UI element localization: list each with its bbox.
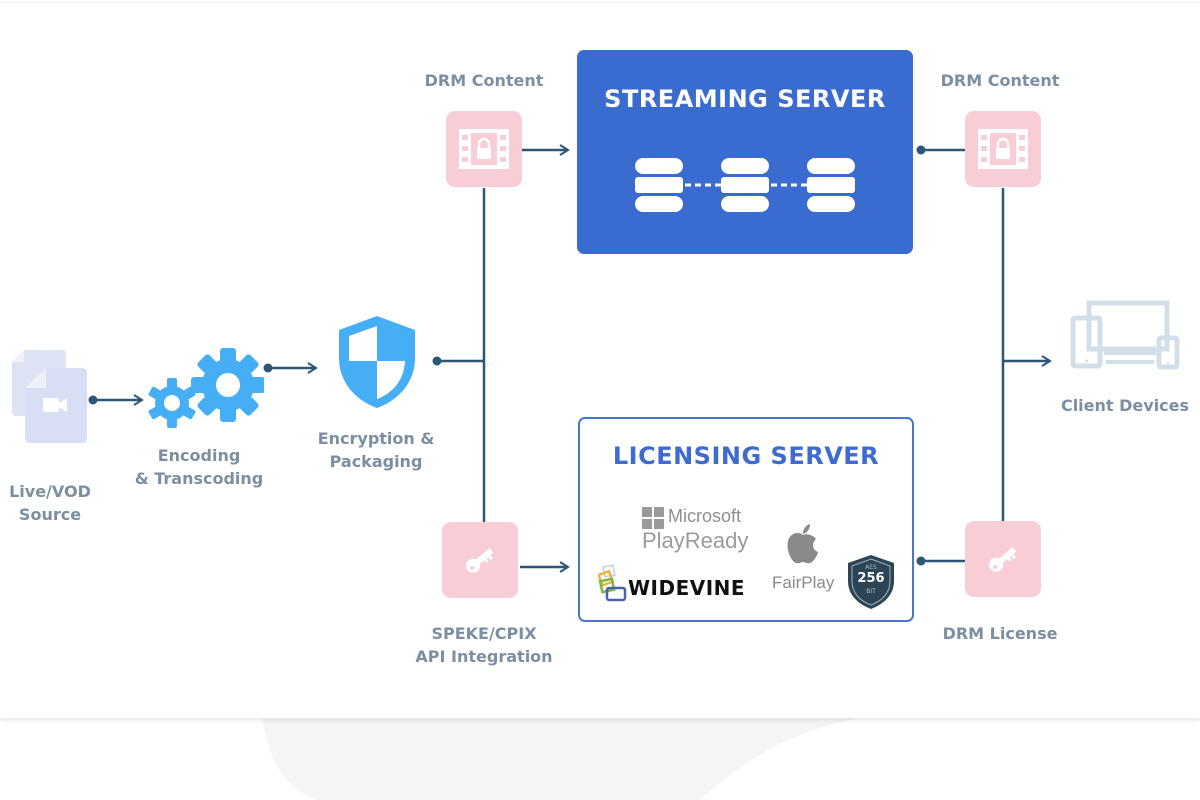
encoding-label-line2: & Transcoding (134, 469, 264, 488)
aes-top-text: AES (865, 564, 877, 571)
streaming-server-title: STREAMING SERVER (604, 85, 886, 113)
key-icon (466, 548, 494, 573)
playready-logo: Microsoft PlayReady (642, 506, 752, 557)
devices-icon (1070, 300, 1180, 370)
fairplay-logo: FairPlay (772, 523, 836, 601)
drm-license-label: DRM License (942, 624, 1058, 643)
connector-dot (88, 395, 98, 405)
streaming-server-box[interactable]: STREAMING SERVER (577, 50, 913, 254)
connector-dot (263, 363, 273, 373)
source-label-line2: Source (18, 505, 82, 524)
source-label: Live/VOD Source (0, 480, 100, 526)
database-icon (635, 158, 683, 212)
apple-icon (787, 524, 818, 564)
database-icon (807, 158, 855, 212)
aes-shield-icon (848, 555, 894, 609)
locked-film-icon (978, 129, 1028, 169)
drm-content-right-tile[interactable] (965, 111, 1041, 187)
key-icon (989, 547, 1017, 572)
microsoft-windows-icon (642, 507, 664, 529)
widevine-icon (598, 564, 627, 602)
connector-dot (916, 556, 926, 566)
encoding-label-line1: Encoding (157, 446, 241, 465)
licensing-server-box[interactable]: LICENSING SERVER Microsoft PlayReady WID… (578, 417, 914, 622)
widevine-text: WIDEVINE (628, 576, 746, 600)
speke-label-line2: API Integration (415, 647, 553, 666)
fairplay-text: FairPlay (772, 573, 835, 592)
speke-label-line1: SPEKE/CPIX (431, 624, 537, 643)
database-cluster-icon (635, 158, 855, 212)
speke-label: SPEKE/CPIX API Integration (404, 622, 564, 668)
drm-license-tile[interactable] (965, 521, 1041, 597)
video-file-icon (12, 350, 87, 443)
connector-dot (432, 356, 442, 366)
aes-bottom-text: BIT (866, 588, 876, 595)
widevine-logo: WIDEVINE (598, 564, 748, 604)
encoding-label: Encoding & Transcoding (124, 444, 274, 490)
aes-256-badge: AES 256 BIT (846, 554, 896, 610)
client-devices-label: Client Devices (1060, 396, 1190, 415)
database-icon (721, 158, 769, 212)
playready-line2: PlayReady (642, 528, 749, 553)
source-label-line1: Live/VOD (9, 482, 91, 501)
licensing-server-title: LICENSING SERVER (612, 442, 880, 470)
playready-line1: Microsoft (668, 506, 742, 526)
background-shape (262, 703, 1055, 800)
drm-content-right-label: DRM Content (940, 71, 1060, 90)
locked-film-icon (459, 129, 509, 169)
drm-content-left-label: DRM Content (424, 71, 544, 90)
encryption-label-line2: Packaging (329, 452, 423, 471)
speke-tile[interactable] (442, 522, 518, 598)
encryption-label-line1: Encryption & (317, 429, 435, 448)
shield-icon (339, 316, 415, 408)
drm-content-left-tile[interactable] (446, 111, 522, 187)
aes-middle-text: 256 (857, 571, 885, 586)
gears-icon (148, 348, 264, 428)
encryption-label: Encryption & Packaging (306, 427, 446, 473)
connector-dot (916, 145, 926, 155)
